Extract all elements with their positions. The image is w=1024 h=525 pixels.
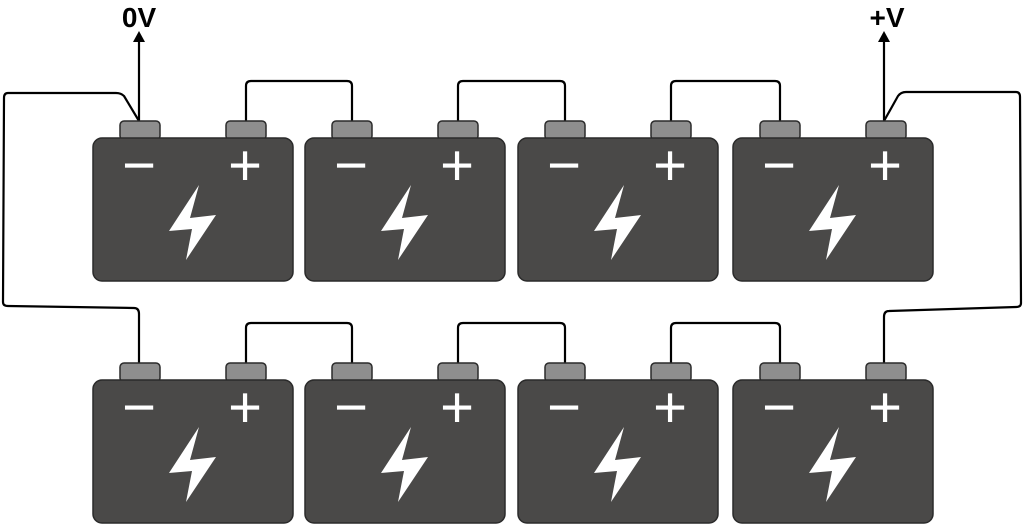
battery: −+	[517, 362, 719, 524]
wire-negative-parallel	[1, 91, 141, 363]
lightning-bolt-icon	[169, 185, 216, 260]
minus-symbol: −	[547, 133, 581, 198]
plus-symbol: +	[868, 375, 902, 440]
minus-symbol: −	[762, 375, 796, 440]
battery: −+	[92, 120, 294, 282]
lightning-bolt-icon	[381, 185, 428, 260]
battery: −+	[732, 120, 934, 282]
wires	[1, 31, 1023, 363]
series-link-wire	[456, 79, 567, 121]
battery-body	[732, 137, 934, 282]
lightning-bolt-icon	[169, 427, 216, 502]
lightning-bolt-icon	[594, 427, 641, 502]
plus-symbol: +	[653, 133, 687, 198]
battery: −+	[304, 362, 506, 524]
plus-symbol: +	[440, 375, 474, 440]
battery: −+	[732, 362, 934, 524]
battery: −+	[517, 120, 719, 282]
arrow-up-icon	[878, 31, 890, 42]
lightning-bolt-icon	[594, 185, 641, 260]
arrow-up-icon	[133, 31, 145, 42]
plus-symbol: +	[868, 133, 902, 198]
minus-symbol: −	[334, 375, 368, 440]
series-link-wire	[669, 79, 782, 121]
minus-symbol: −	[547, 375, 581, 440]
minus-symbol: −	[762, 133, 796, 198]
label-0v: 0V	[122, 2, 157, 33]
plus-symbol: +	[440, 133, 474, 198]
plus-symbol: +	[653, 375, 687, 440]
label-positive-v: +V	[869, 2, 904, 33]
series-link-wire	[244, 321, 354, 363]
battery-body	[517, 137, 719, 282]
battery-body	[517, 379, 719, 524]
plus-symbol: +	[228, 133, 262, 198]
plus-symbol: +	[228, 375, 262, 440]
battery-body	[92, 379, 294, 524]
battery: −+	[92, 362, 294, 524]
series-link-wire	[244, 79, 354, 121]
battery-body	[92, 137, 294, 282]
minus-symbol: −	[122, 375, 156, 440]
battery-body	[304, 137, 506, 282]
battery-body	[732, 379, 934, 524]
wire-positive-parallel	[882, 90, 1023, 363]
minus-symbol: −	[334, 133, 368, 198]
minus-symbol: −	[122, 133, 156, 198]
lightning-bolt-icon	[809, 427, 856, 502]
lightning-bolt-icon	[809, 185, 856, 260]
battery: −+	[304, 120, 506, 282]
series-link-wire	[456, 321, 567, 363]
lightning-bolt-icon	[381, 427, 428, 502]
battery-body	[304, 379, 506, 524]
series-link-wire	[669, 321, 782, 363]
